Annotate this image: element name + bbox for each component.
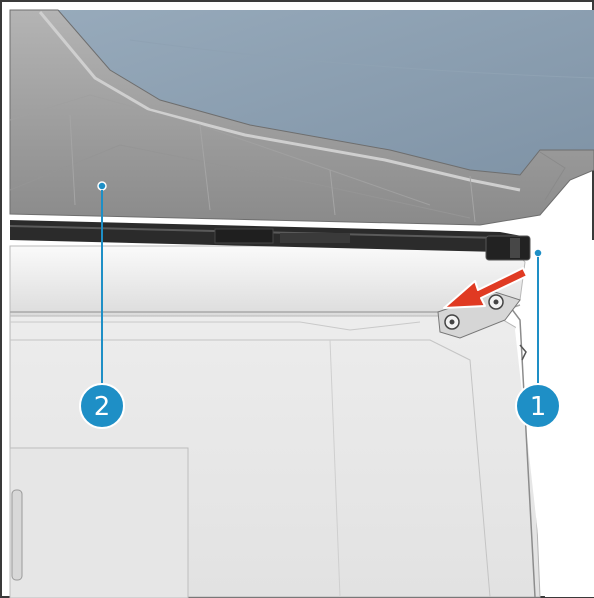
callout-1-badge: 1 bbox=[515, 383, 561, 429]
rail-clip bbox=[214, 228, 274, 244]
callout-2-badge: 2 bbox=[79, 383, 125, 429]
lid-frame bbox=[9, 9, 594, 226]
callout-2-label: 2 bbox=[94, 392, 111, 422]
rail-end-cap bbox=[485, 235, 531, 261]
pull-direction-arrow bbox=[443, 267, 528, 309]
callout-2-anchor bbox=[97, 181, 107, 191]
lid-panel bbox=[58, 10, 594, 175]
access-panel bbox=[9, 447, 189, 598]
callout-1-label: 1 bbox=[530, 392, 547, 422]
lower-housing bbox=[9, 240, 594, 598]
callout-1-anchor bbox=[533, 248, 543, 258]
handle-recess bbox=[11, 489, 23, 581]
support-rail bbox=[9, 220, 531, 261]
